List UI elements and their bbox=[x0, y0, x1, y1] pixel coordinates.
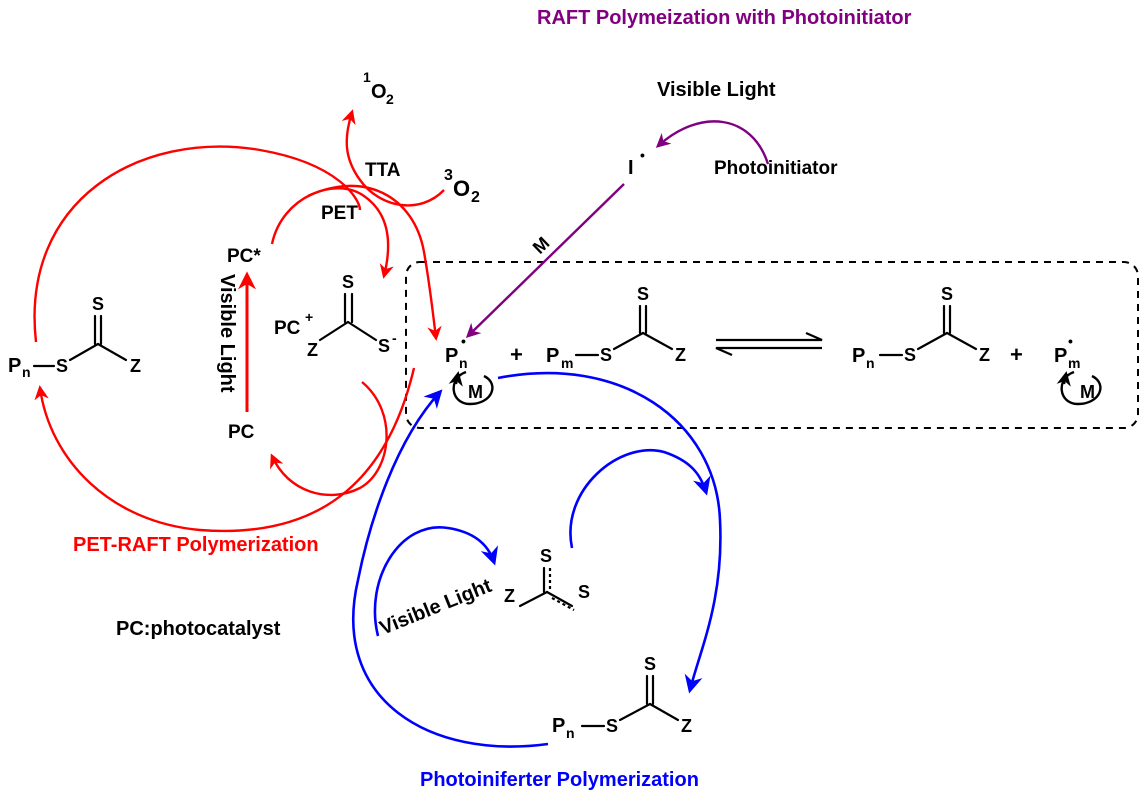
mid-Z: Z bbox=[675, 345, 686, 365]
radical-Pm-sub: m bbox=[1068, 355, 1080, 371]
right-P: P bbox=[852, 345, 865, 367]
left-P-sub: n bbox=[22, 364, 31, 380]
right-P-sub: n bbox=[866, 355, 875, 371]
monomer-loop-left-head bbox=[448, 371, 463, 387]
chain-Pm: P bbox=[546, 345, 559, 367]
monomer-left: M bbox=[468, 382, 483, 402]
radical-Pn: P bbox=[445, 345, 458, 367]
radical-bond-cs2 bbox=[545, 590, 574, 608]
bottom-S: S bbox=[606, 716, 618, 736]
tta-arrow bbox=[341, 109, 445, 207]
monomer-right: M bbox=[1080, 382, 1095, 402]
singlet-oxygen: O bbox=[371, 81, 387, 103]
equilibrium-forward-arrow bbox=[716, 331, 823, 342]
radical-Pm-dot: • bbox=[1068, 333, 1073, 349]
left-bond-sc bbox=[68, 342, 100, 362]
monomer-label-initiation: M bbox=[529, 233, 554, 258]
pc-excited: PC* bbox=[227, 246, 261, 267]
mid-S: S bbox=[600, 345, 612, 365]
photoinitiator-label: Photoinitiator bbox=[714, 158, 838, 179]
pet-arrow bbox=[270, 187, 394, 279]
radical-thione-S: S bbox=[540, 546, 552, 566]
anion-S: S bbox=[378, 336, 390, 356]
bottom-P: P bbox=[552, 715, 565, 737]
raft-equilibrium-box bbox=[405, 261, 1139, 429]
bottom-bond-sc bbox=[618, 702, 652, 722]
initiator-radical: I bbox=[628, 157, 634, 179]
left-bond-cz bbox=[96, 342, 128, 362]
mid-bond-sc bbox=[612, 331, 645, 351]
pet-label: PET bbox=[321, 203, 358, 224]
triplet-oxygen-sup: 3 bbox=[444, 167, 453, 184]
radical-dashed-bond-2 bbox=[551, 597, 575, 611]
pc-cation-charge: + bbox=[305, 309, 313, 325]
singlet-oxygen-sub: 2 bbox=[386, 91, 394, 107]
initiation-arrow bbox=[465, 183, 625, 339]
iniferter-return-arrow bbox=[351, 389, 549, 748]
initiator-radical-dot: • bbox=[640, 147, 645, 163]
pet-raft-title: PET-RAFT Polymerization bbox=[73, 534, 319, 556]
left-thione-S: S bbox=[92, 294, 104, 314]
pc-ground: PC bbox=[228, 422, 255, 443]
bottom-P-sub: n bbox=[566, 725, 575, 741]
anion-charge: - bbox=[392, 330, 397, 346]
radical-Pn-dot: • bbox=[461, 333, 466, 349]
radical-bond-cz bbox=[518, 590, 549, 608]
bottom-Z: Z bbox=[681, 716, 692, 736]
iniferter-activation-arrow bbox=[373, 526, 499, 637]
right-Z: Z bbox=[979, 345, 990, 365]
radical-Z: Z bbox=[504, 586, 515, 606]
photoiniferter-title: Photoiniferter Polymerization bbox=[420, 769, 699, 791]
pc-definition: PC:photocatalyst bbox=[116, 618, 281, 640]
tta-label: TTA bbox=[365, 160, 401, 181]
mid-thione-S: S bbox=[637, 284, 649, 304]
bottom-thione-S: S bbox=[644, 654, 656, 674]
right-bond-sc bbox=[916, 331, 949, 351]
radical-S: S bbox=[578, 582, 590, 602]
singlet-oxygen-sup: 1 bbox=[363, 69, 371, 85]
iniferter-small-arc bbox=[569, 449, 711, 549]
anion-bond-z bbox=[318, 320, 350, 342]
plus-2: + bbox=[1010, 342, 1023, 367]
anion-Z: Z bbox=[307, 340, 318, 360]
radical-Pm: P bbox=[1054, 345, 1067, 367]
visible-light-label-vertical: Visible Light bbox=[216, 274, 238, 393]
visible-light-label-blue: Visible Light bbox=[377, 575, 495, 640]
pet-raft-return-arrow bbox=[34, 367, 416, 533]
photoinitiator-arrow bbox=[655, 120, 770, 165]
pet-raft-outer-arc bbox=[33, 145, 362, 343]
triplet-oxygen: O bbox=[453, 176, 470, 201]
left-Z: Z bbox=[130, 356, 141, 376]
left-S: S bbox=[56, 356, 68, 376]
monomer-loop-right-head bbox=[1056, 371, 1071, 387]
pc-cation: PC bbox=[274, 318, 301, 339]
anion-bond-s bbox=[346, 320, 378, 342]
right-bond-cz bbox=[945, 331, 978, 351]
pet-to-radical-arrow bbox=[307, 184, 442, 341]
pc-regeneration-arrow bbox=[270, 381, 388, 497]
chain-Pm-sub: m bbox=[561, 355, 573, 371]
right-S: S bbox=[904, 345, 916, 365]
raft-photoinitiator-title: RAFT Polymeization with Photoinitiator bbox=[537, 7, 912, 29]
bottom-bond-cz bbox=[648, 702, 680, 722]
mid-bond-cz bbox=[641, 331, 674, 351]
visible-light-label-top: Visible Light bbox=[657, 79, 776, 101]
right-thione-S: S bbox=[941, 284, 953, 304]
anion-thione-S: S bbox=[342, 272, 354, 292]
plus-1: + bbox=[510, 342, 523, 367]
radical-Pn-sub: n bbox=[459, 355, 468, 371]
equilibrium-reverse-arrow bbox=[715, 346, 822, 357]
iniferter-arc-right bbox=[497, 371, 722, 694]
left-P: P bbox=[8, 355, 21, 377]
triplet-oxygen-sub: 2 bbox=[471, 189, 480, 206]
